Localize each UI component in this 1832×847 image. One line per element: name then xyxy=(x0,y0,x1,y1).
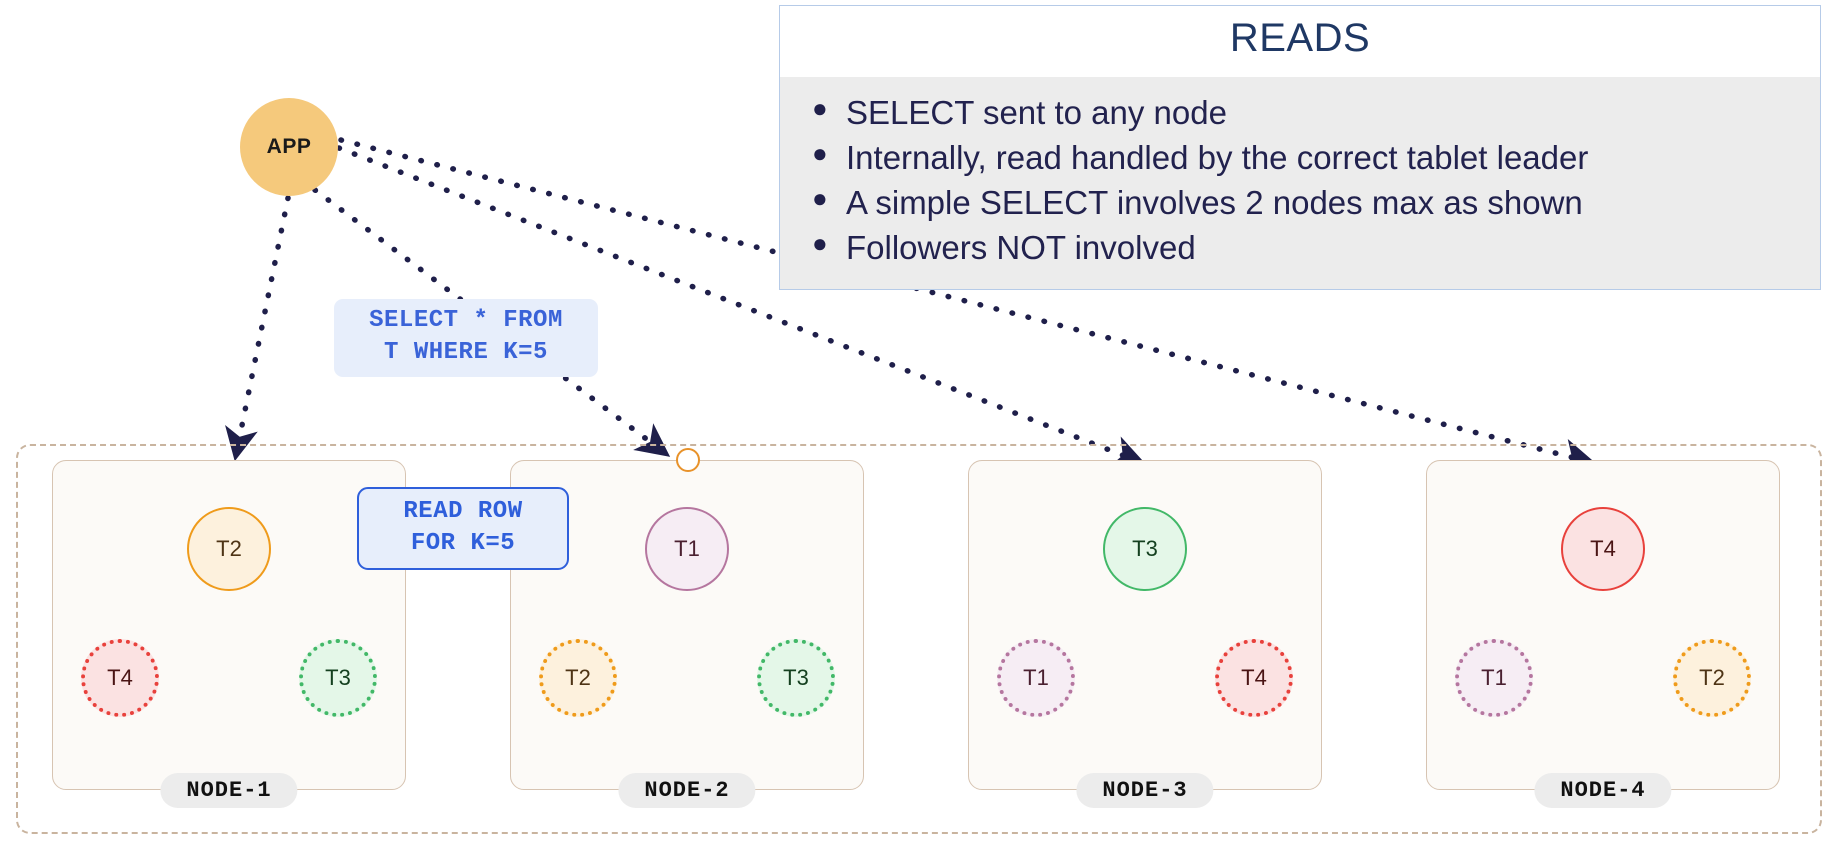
tablet-leader[interactable]: T3 xyxy=(1103,507,1187,591)
tablet-label: T3 xyxy=(1132,536,1158,561)
cluster-boundary xyxy=(16,444,1822,834)
tablet-leader[interactable]: T2 xyxy=(187,507,271,591)
tablet-label: T1 xyxy=(674,536,700,561)
node-name-badge: NODE-4 xyxy=(1534,773,1672,808)
tablet-leader[interactable]: T1 xyxy=(645,507,729,591)
bullet-icon: ● xyxy=(812,227,828,258)
reads-panel-body: ● SELECT sent to any node ● Internally, … xyxy=(780,77,1820,289)
tablet-label: T3 xyxy=(325,665,351,690)
tablet-label: T3 xyxy=(783,665,809,690)
tablet-label: T4 xyxy=(1590,536,1616,561)
tablet-follower[interactable]: T1 xyxy=(997,639,1075,717)
node-name-badge: NODE-2 xyxy=(618,773,756,808)
sql-query-callout: SELECT * FROM T WHERE K=5 xyxy=(334,299,598,378)
node-name-badge: NODE-1 xyxy=(160,773,298,808)
tablet-follower[interactable]: T4 xyxy=(81,639,159,717)
reads-bullet-text: Internally, read handled by the correct … xyxy=(846,138,1589,176)
tablet-follower[interactable]: T2 xyxy=(1673,639,1751,717)
read-entry-point-dot xyxy=(676,448,700,472)
reads-panel-title: READS xyxy=(1229,16,1371,60)
tablet-label: T2 xyxy=(1699,665,1725,690)
tablet-label: T2 xyxy=(565,665,591,690)
sql-query-line-2: T WHERE K=5 xyxy=(384,338,548,366)
app-node[interactable]: APP xyxy=(240,98,338,196)
tablet-label: T2 xyxy=(216,536,242,561)
reads-bullet-text: A simple SELECT involves 2 nodes max as … xyxy=(846,183,1583,221)
tablet-follower[interactable]: T3 xyxy=(757,639,835,717)
tablet-label: T4 xyxy=(1241,665,1267,690)
tablet-follower[interactable]: T1 xyxy=(1455,639,1533,717)
node-box-node-3[interactable]: T3 T1 T4 NODE-3 xyxy=(968,460,1322,808)
reads-bullet-text: Followers NOT involved xyxy=(846,228,1196,266)
read-row-line-2: FOR K=5 xyxy=(410,529,516,557)
bullet-icon: ● xyxy=(812,137,828,168)
tablet-label: T4 xyxy=(107,665,133,690)
reads-bullet-text: SELECT sent to any node xyxy=(846,94,1227,131)
tablet-follower[interactable]: T2 xyxy=(539,639,617,717)
tablet-follower[interactable]: T3 xyxy=(299,639,377,717)
node-name-badge: NODE-3 xyxy=(1076,773,1214,808)
sql-query-line-1: SELECT * FROM xyxy=(369,307,563,334)
tablet-label: T1 xyxy=(1481,665,1507,690)
node-box-node-4[interactable]: T4 T1 T2 NODE-4 xyxy=(1426,460,1780,808)
bullet-icon: ● xyxy=(812,182,828,213)
reads-bullet-item: ● Followers NOT involved xyxy=(780,226,1820,271)
read-row-callout: READ ROW FOR K=5 xyxy=(357,487,569,571)
reads-bullet-item: ● SELECT sent to any node xyxy=(780,91,1820,136)
tablet-leader[interactable]: T4 xyxy=(1561,507,1645,591)
node-box-node-1[interactable]: T2 T4 T3 NODE-1 xyxy=(52,460,406,808)
app-label: APP xyxy=(266,135,312,158)
tablet-label: T1 xyxy=(1023,665,1049,690)
reads-bullet-item: ● A simple SELECT involves 2 nodes max a… xyxy=(780,181,1820,226)
tablet-follower[interactable]: T4 xyxy=(1215,639,1293,717)
reads-bullet-item: ● Internally, read handled by the correc… xyxy=(780,136,1820,181)
arrow-app-to-node1 xyxy=(225,195,291,462)
bullet-icon: ● xyxy=(812,93,828,123)
node-box-node-2[interactable]: T1 T2 T3 NODE-2 xyxy=(510,460,864,808)
reads-panel: READS ● SELECT sent to any node ● Intern… xyxy=(779,5,1821,290)
read-row-line-1: READ ROW xyxy=(403,498,523,525)
